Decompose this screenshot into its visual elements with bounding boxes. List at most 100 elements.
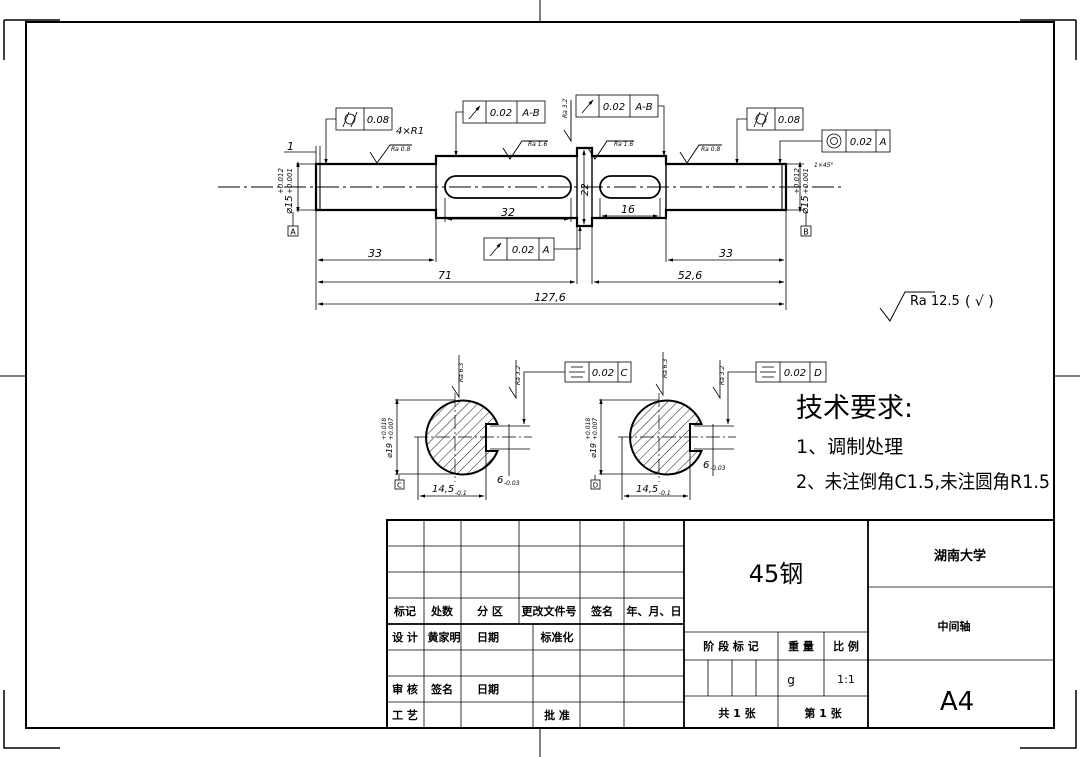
sec2-depth: 14,5 (636, 484, 658, 495)
sec1-sym-value: 0.02 (592, 368, 614, 379)
general-roughness-suffix: ( √ ) (965, 294, 994, 310)
tech-req-item-2: 2、未注倒角C1.5,未注圆角R1.5 (796, 471, 1050, 493)
tech-req-title: 技术要求: (796, 393, 913, 424)
dim-shoulder-dia: 22 (580, 183, 591, 196)
datum-b-label: B (803, 228, 809, 237)
shaft-view (218, 146, 842, 228)
organization: 湖南大学 (934, 548, 986, 564)
dim-left-dia: ⌀15 (284, 195, 295, 214)
sec1-ra2: Ra 3.2 (515, 366, 522, 385)
sec2-sym-value: 0.02 (784, 368, 806, 379)
hdr-mark: 标记 (393, 604, 416, 618)
design-label: 设 计 (392, 630, 418, 644)
dim-overall: 127,6 (534, 291, 566, 304)
dim-right-total: 52,6 (678, 269, 703, 282)
dim-right-tol-upper: +0.012 (793, 168, 801, 194)
scale-label: 比 例 (833, 639, 859, 653)
tol-1-value: 0.08 (367, 115, 389, 126)
sec2-datum: D (593, 482, 598, 490)
dim-left-offset: 1 (287, 140, 294, 153)
fillet-note: 4×R1 (396, 126, 424, 137)
hdr-change-doc: 更改文件号 (522, 604, 577, 618)
sec1-depth-tol: -0.1 (455, 490, 467, 497)
dimension-texts: 1 33 71 33 52,6 127,6 32 16 22 ⌀15 +0.01… (277, 126, 833, 304)
sec1-depth: 14,5 (432, 484, 454, 495)
sec1-datum: C (397, 482, 402, 490)
datum-a-label: A (290, 228, 296, 237)
section-view-2: ⌀19 +0.018 +0.007 14,5 -0.1 6 -0.03 D Ra… (585, 352, 827, 500)
dim-left-seg: 33 (368, 247, 382, 260)
chamfer-note: 1×45° (814, 162, 833, 169)
sheet-count: 共 1 张 (718, 706, 756, 720)
sec2-ra1: Ra 6.3 (662, 359, 669, 378)
tech-req-item-1: 1、调制处理 (796, 436, 903, 458)
dim-left-tol-upper: +0.012 (277, 168, 285, 194)
tol-5-value: 0.02 (850, 137, 872, 148)
dim-right-dia: ⌀15 (800, 195, 811, 214)
dim-right-seg: 33 (719, 247, 733, 260)
weight-label: 重 量 (788, 639, 814, 653)
sec2-dia: ⌀19 (589, 443, 598, 458)
title-block (386, 519, 1055, 729)
tol-3-value: 0.02 (603, 102, 625, 113)
hdr-date: 年、月、日 (627, 604, 682, 618)
material: 45钢 (749, 560, 804, 588)
approve-label: 批 准 (544, 708, 570, 722)
general-roughness-label: Ra 12.5 (910, 294, 960, 309)
tol-3-datum: A-B (634, 102, 652, 113)
designer-name: 黄家明 (428, 630, 461, 644)
sec1-ra1: Ra 6.3 (458, 363, 465, 382)
ra-label-3: Ra 3.2 (562, 99, 569, 118)
title-block-texts: 标记 处数 分 区 更改文件号 签名 年、月、日 设 计 黄家明 日期 标准化 … (392, 548, 986, 722)
datum-markers (287, 212, 812, 237)
weight-value: g (787, 673, 795, 687)
sec1-width: 6 (497, 475, 503, 486)
tol-6-datum: A (542, 245, 550, 256)
keyway-1 (444, 175, 572, 199)
tol-2-datum: A-B (521, 108, 539, 119)
sec1-sym-datum: C (621, 368, 628, 379)
dim-left-total: 71 (438, 269, 452, 282)
dimensions (284, 146, 804, 310)
dim-key1-len: 32 (501, 206, 515, 219)
design-date-label: 日期 (477, 630, 499, 644)
tolerance-frames (324, 94, 891, 261)
sec2-ra2: Ra 3.2 (719, 366, 726, 385)
sec2-width-tol: -0.03 (710, 465, 726, 472)
part-name: 中间轴 (938, 619, 971, 633)
tol-6-value: 0.02 (512, 245, 534, 256)
dim-key2-len: 16 (621, 203, 635, 216)
sec1-tol-upper: +0.018 (381, 418, 388, 440)
sec2-sym-datum: D (814, 368, 822, 379)
review-label: 审 核 (392, 682, 418, 696)
stage-label: 阶 段 标 记 (703, 639, 759, 653)
sec2-tol-upper: +0.018 (585, 418, 592, 440)
process-label: 工 艺 (392, 708, 418, 722)
sec2-depth-tol: -0.1 (659, 490, 671, 497)
sheet-number: 第 1 张 (804, 706, 842, 720)
tolerance-frame-texts: 0.08 0.02 A-B 0.02 A-B 0.08 0.02 A 0.02 … (367, 102, 887, 256)
paper-size: A4 (940, 687, 974, 717)
sec2-tol-lower: +0.007 (592, 418, 599, 440)
ra-label-2: Ra 1.6 (528, 141, 547, 148)
tol-4-value: 0.08 (778, 115, 800, 126)
section-view-1: ⌀19 +0.018 +0.007 14,5 -0.1 6 -0.03 C Ra… (381, 355, 632, 500)
review-date-label: 日期 (477, 682, 499, 696)
sec1-tol-lower: +0.007 (388, 418, 395, 440)
ra-label-5: Ra 0.8 (701, 146, 720, 153)
hdr-count: 处数 (430, 604, 454, 618)
sec1-dia: ⌀19 (385, 443, 394, 458)
tol-2-value: 0.02 (490, 108, 512, 119)
dim-left-tol-lower: +0.001 (286, 168, 294, 194)
general-roughness-symbol (879, 291, 935, 322)
sec1-width-tol: -0.03 (504, 480, 520, 487)
dim-right-tol-lower: +0.001 (802, 168, 810, 194)
hdr-zone: 分 区 (477, 604, 503, 618)
tol-5-datum: A (879, 137, 887, 148)
sec2-width: 6 (703, 460, 709, 471)
review-sign-label: 签名 (430, 682, 453, 696)
standardize-label: 标准化 (540, 630, 574, 644)
hdr-sign: 签名 (590, 604, 613, 618)
scale-value: 1:1 (837, 673, 855, 686)
